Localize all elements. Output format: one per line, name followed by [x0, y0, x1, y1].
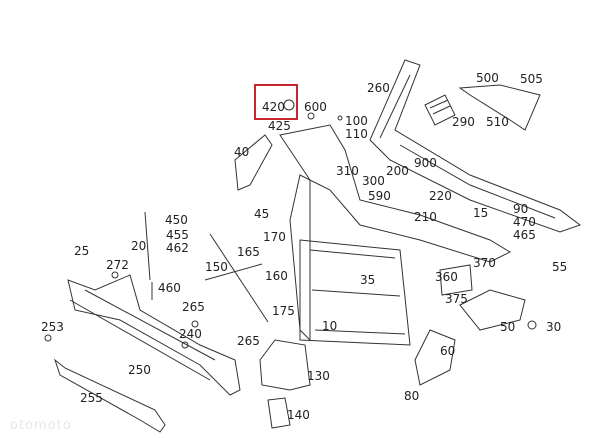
part-label: 265 — [182, 300, 205, 314]
part-label: 165 — [237, 245, 260, 259]
part-label: 35 — [360, 273, 376, 287]
part-label: 55 — [552, 260, 568, 274]
part-label: 80 — [404, 389, 420, 403]
part-label: 455 — [166, 228, 189, 242]
part-label: 470 — [513, 215, 536, 229]
part-label: 130 — [307, 369, 330, 383]
part-label: 255 — [80, 391, 103, 405]
part-label: 450 — [165, 213, 188, 227]
part-label: 462 — [166, 241, 189, 255]
part-label: 110 — [345, 127, 368, 141]
part-label: 290 — [452, 115, 475, 129]
part-label: 505 — [520, 72, 543, 86]
part-label: 360 — [435, 270, 458, 284]
part-label: 465 — [513, 228, 536, 242]
part-label: 60 — [440, 344, 456, 358]
highlight-box — [254, 84, 298, 120]
part-label: 45 — [254, 207, 270, 221]
part-label: 253 — [41, 320, 64, 334]
part-label: 460 — [158, 281, 181, 295]
part-label: 90 — [513, 202, 529, 216]
part-label: 600 — [304, 100, 327, 114]
part-label: 30 — [546, 320, 562, 334]
part-label: 900 — [414, 156, 437, 170]
part-label: 310 — [336, 164, 359, 178]
part-label: 200 — [386, 164, 409, 178]
part-label: 170 — [263, 230, 286, 244]
part-label: 20 — [131, 239, 147, 253]
part-label: 260 — [367, 81, 390, 95]
part-label: 590 — [368, 189, 391, 203]
part-label: 240 — [179, 327, 202, 341]
part-label: 220 — [429, 189, 452, 203]
part-label: 50 — [500, 320, 516, 334]
part-label: 25 — [74, 244, 90, 258]
part-label: 175 — [272, 304, 295, 318]
part-label: 510 — [486, 115, 509, 129]
watermark: otomoto — [10, 418, 72, 433]
part-label: 210 — [414, 210, 437, 224]
part-label: 425 — [268, 119, 291, 133]
part-label: 500 — [476, 71, 499, 85]
part-label: 10 — [322, 319, 338, 333]
part-label: 300 — [362, 174, 385, 188]
part-label: 140 — [287, 408, 310, 422]
part-label: 40 — [234, 145, 250, 159]
part-label: 420 — [262, 100, 285, 114]
part-label: 15 — [473, 206, 489, 220]
part-label: 375 — [445, 292, 468, 306]
part-label: 250 — [128, 363, 151, 377]
part-label: 272 — [106, 258, 129, 272]
part-label: 150 — [205, 260, 228, 274]
part-label: 370 — [473, 256, 496, 270]
part-label: 160 — [265, 269, 288, 283]
part-label: 265 — [237, 334, 260, 348]
part-label: 100 — [345, 114, 368, 128]
